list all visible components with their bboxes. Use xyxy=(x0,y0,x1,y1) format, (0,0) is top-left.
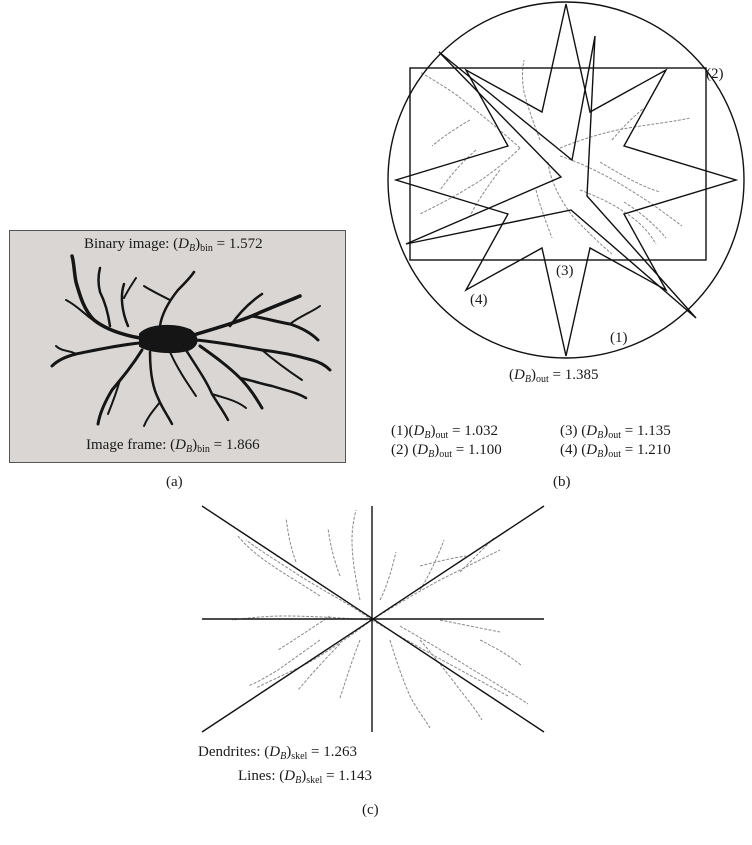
legend-value-2: = 1.100 xyxy=(451,442,502,458)
b-symbol: B xyxy=(295,775,302,786)
shape-3-eight-point-star xyxy=(393,3,739,357)
b-symbol: B xyxy=(280,751,287,762)
legend-subscript: out xyxy=(608,430,621,441)
legend-value-1: = 1.032 xyxy=(448,423,498,439)
d-symbol: D xyxy=(269,744,281,760)
binary-label: Binary image: xyxy=(84,236,174,252)
b-symbol: B xyxy=(189,243,196,254)
panel-c-lines xyxy=(201,505,545,733)
legend-item-1: (1)(DB)out = 1.032 xyxy=(391,423,498,441)
panel-c-caption: (c) xyxy=(362,802,379,818)
d-symbol: D xyxy=(586,442,598,458)
panel-c-lines-annotation: Lines: (DB)skel = 1.143 xyxy=(238,768,373,786)
frame-subscript: bin xyxy=(197,444,210,455)
dendrites-subscript: skel xyxy=(291,751,308,762)
d-symbol: D xyxy=(284,768,296,784)
legend-subscript: out xyxy=(435,430,449,441)
out-value: = 1.385 xyxy=(548,367,599,383)
legend-num-1: (1) xyxy=(391,423,409,439)
out-subscript: out xyxy=(535,374,549,385)
binary-value: = 1.572 xyxy=(212,236,263,252)
legend-num-4: (4) xyxy=(560,442,578,458)
frame-value: = 1.866 xyxy=(209,437,260,453)
legend-subscript: out xyxy=(439,449,452,460)
shape-2-rectangle xyxy=(409,67,707,261)
panel-a-binary-annotation: Binary image: (DB)bin = 1.572 xyxy=(84,236,263,254)
dendrites-label: Dendrites: xyxy=(198,744,265,760)
panel-c-dendrites-annotation: Dendrites: (DB)skel = 1.263 xyxy=(198,744,358,762)
legend-num-3: (3) xyxy=(560,423,578,439)
d-symbol: D xyxy=(586,423,598,439)
panel-a-frame-annotation: Image frame: (DB)bin = 1.866 xyxy=(86,437,260,455)
b-symbol: B xyxy=(524,374,531,385)
d-symbol: D xyxy=(417,442,429,458)
d-symbol: D xyxy=(514,367,525,383)
b-symbol: B xyxy=(597,449,604,460)
dendrites-value: = 1.263 xyxy=(307,744,358,760)
shape-label-2: (2) xyxy=(706,66,724,82)
panel-b-neuron-skeleton xyxy=(419,59,691,255)
line-diagonal-up xyxy=(201,505,545,733)
b-symbol: B xyxy=(185,444,193,455)
d-symbol: D xyxy=(175,437,186,453)
shape-1-circle xyxy=(387,1,745,359)
neuron-binary-dendrites xyxy=(50,254,332,427)
lines-value: = 1.143 xyxy=(322,768,373,784)
legend-item-4: (4) (DB)out = 1.210 xyxy=(560,442,671,460)
panel-b-out-annotation: (DB)out = 1.385 xyxy=(509,367,599,385)
legend-value-4: = 1.210 xyxy=(620,442,671,458)
d-symbol: D xyxy=(413,423,425,439)
legend-value-3: = 1.135 xyxy=(620,423,671,439)
shape-label-1: (1) xyxy=(610,330,628,346)
legend-subscript: out xyxy=(608,449,621,460)
lines-subscript: skel xyxy=(306,775,323,786)
d-symbol: D xyxy=(178,236,189,252)
legend-item-2: (2) (DB)out = 1.100 xyxy=(391,442,502,460)
legend-num-2: (2) xyxy=(391,442,409,458)
b-symbol: B xyxy=(428,449,435,460)
lines-label: Lines: xyxy=(238,768,280,784)
panel-a-caption: (a) xyxy=(166,474,183,490)
b-symbol: B xyxy=(424,430,431,441)
frame-label: Image frame: xyxy=(86,437,171,453)
legend-item-3: (3) (DB)out = 1.135 xyxy=(560,423,671,441)
b-symbol: B xyxy=(597,430,604,441)
binary-subscript: bin xyxy=(200,243,213,254)
shape-label-3: (3) xyxy=(556,263,574,279)
panel-b-caption: (b) xyxy=(553,474,571,490)
shape-label-4: (4) xyxy=(470,292,488,308)
shape-4-four-point-star xyxy=(405,35,697,319)
